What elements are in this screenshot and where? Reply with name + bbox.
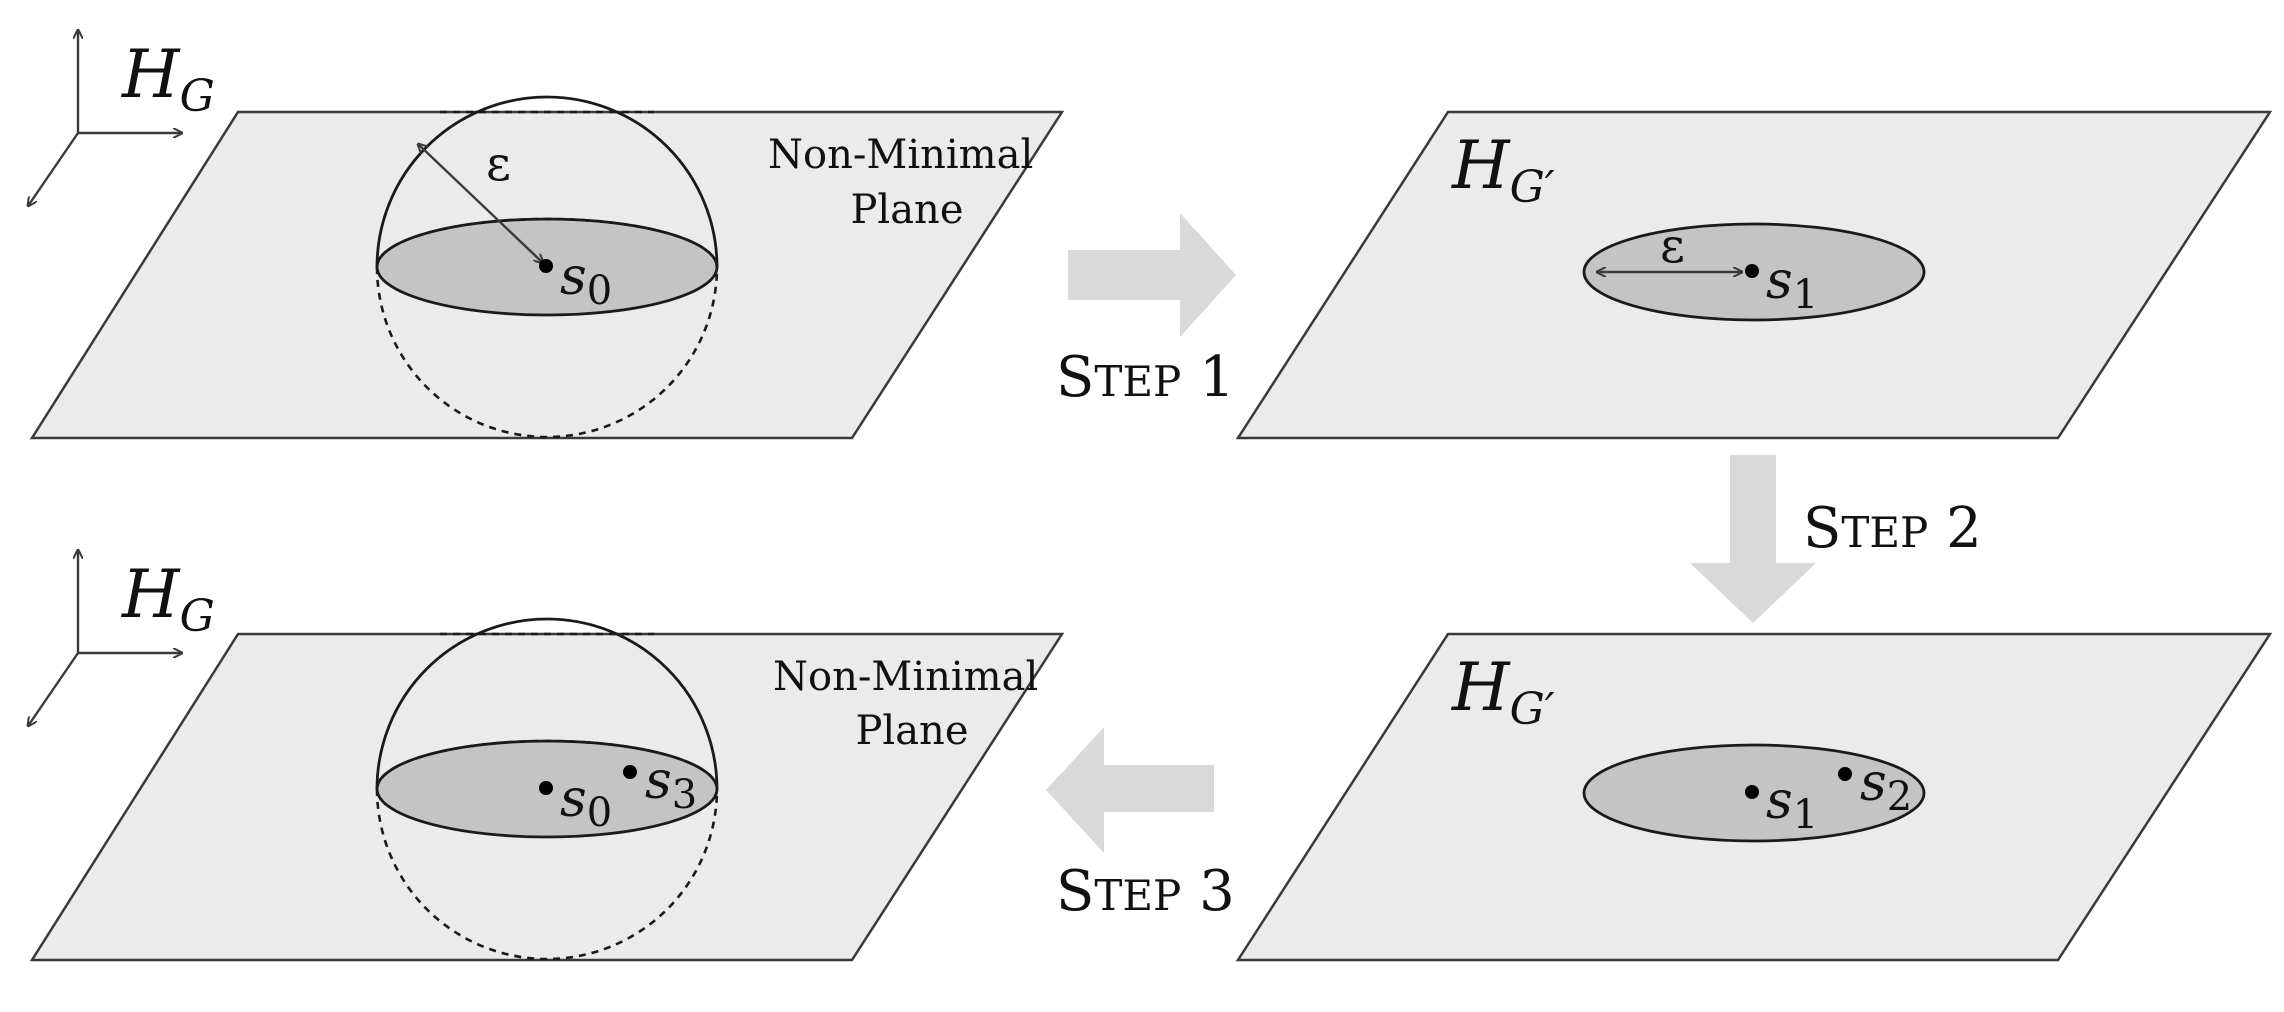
point-label-s1: s1: [1766, 251, 1818, 318]
step-3-label: STEP 3: [1056, 859, 1235, 924]
step-1-label: STEP 1: [1056, 345, 1235, 410]
point-s1: [1745, 264, 1759, 278]
space-label: HG′: [1451, 127, 1555, 213]
point-label-s0: s0: [560, 247, 612, 314]
step-3-arrow: STEP 3: [1046, 727, 1235, 924]
radius-arrow: [418, 144, 543, 263]
panel-bottom-left: HG s0 s3 Non-Minimal Plane: [28, 550, 1065, 962]
axes-icon: [28, 30, 182, 206]
point-s3: [623, 765, 637, 779]
point-label-s0: s0: [560, 769, 612, 836]
point-s0: [539, 259, 553, 273]
space-label: HG: [121, 556, 215, 642]
space-label: HG′: [1451, 649, 1555, 735]
panel-top-left: HG ε s0 Non-Minimal Plane: [28, 30, 1065, 440]
axes-icon: [28, 550, 182, 726]
step-2-label: STEP 2: [1803, 496, 1982, 561]
point-label-s3: s3: [645, 751, 697, 818]
radius-label: ε: [486, 136, 511, 192]
panel-bottom-right: HG′ s1 s2: [1235, 632, 2273, 962]
panel-top-right: HG′ ε s1: [1235, 110, 2273, 440]
radius-label: ε: [1660, 218, 1685, 274]
point-s0: [539, 781, 553, 795]
step-2-arrow: STEP 2: [1690, 455, 1982, 623]
point-s2: [1838, 767, 1852, 781]
point-label-s1: s1: [1766, 771, 1818, 838]
point-label-s2: s2: [1860, 753, 1912, 820]
plane-label: Non-Minimal Plane: [773, 654, 1051, 754]
point-s1: [1745, 785, 1759, 799]
space-label: HG: [121, 36, 215, 122]
plane-label: Non-Minimal Plane: [768, 132, 1046, 233]
step-1-arrow: STEP 1: [1056, 213, 1236, 410]
